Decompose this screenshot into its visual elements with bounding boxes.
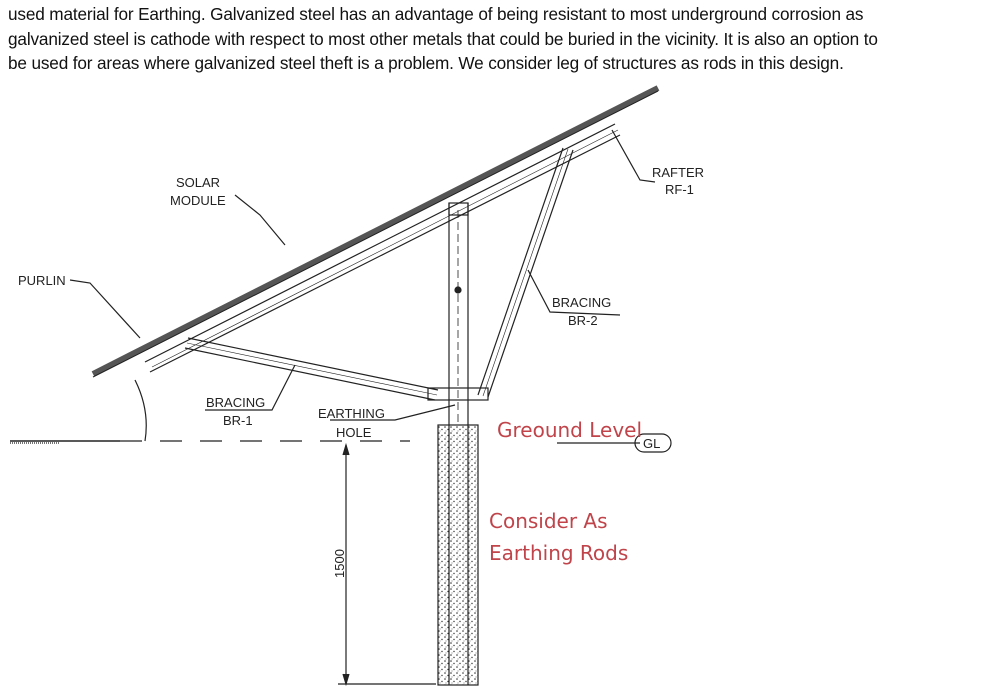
body-paragraph: used material for Earthing. Galvanized s… (8, 2, 982, 76)
dimension-line (338, 442, 436, 687)
label-rf1: RF-1 (665, 182, 694, 197)
label-br1: BR-1 (223, 413, 253, 428)
label-purlin: PURLIN (18, 273, 66, 288)
bracing-br1 (184, 337, 489, 401)
label-hole: HOLE (336, 425, 372, 440)
label-solar: SOLAR (176, 175, 220, 190)
leader-solar-module (234, 194, 286, 246)
concrete-foundation (437, 424, 479, 686)
label-module: MODULE (170, 193, 226, 208)
annotation-earthing-rods: Earthing Rods (489, 541, 628, 565)
label-earthing: EARTHING (318, 406, 385, 421)
ground-line (10, 440, 640, 444)
label-bracing-2: BRACING (552, 295, 611, 310)
label-dimension: 1500 (332, 549, 347, 578)
gl-badge (634, 433, 672, 453)
label-gl: GL (643, 436, 660, 451)
paragraph-line: used material for Earthing. Galvanized s… (8, 4, 864, 24)
annotation-ground-level: Greound Level (497, 418, 642, 442)
leader-br1 (205, 364, 296, 411)
annotation-consider-as: Consider As (489, 509, 608, 533)
rafter (144, 123, 621, 373)
paragraph-line: galvanized steel is cathode with respect… (8, 28, 878, 49)
bracing-br2 (477, 147, 574, 398)
leader-purlin (69, 279, 141, 339)
leader-rafter (611, 129, 656, 183)
label-bracing-1: BRACING (206, 395, 265, 410)
label-br2: BR-2 (568, 313, 598, 328)
solar-module (91, 85, 660, 378)
paragraph-line: be used for areas where galvanized steel… (8, 53, 844, 73)
leader-br2 (527, 269, 621, 316)
label-rafter: RAFTER (652, 165, 704, 180)
tilt-angle-arc (134, 379, 147, 442)
leader-earthing-hole (330, 404, 456, 421)
